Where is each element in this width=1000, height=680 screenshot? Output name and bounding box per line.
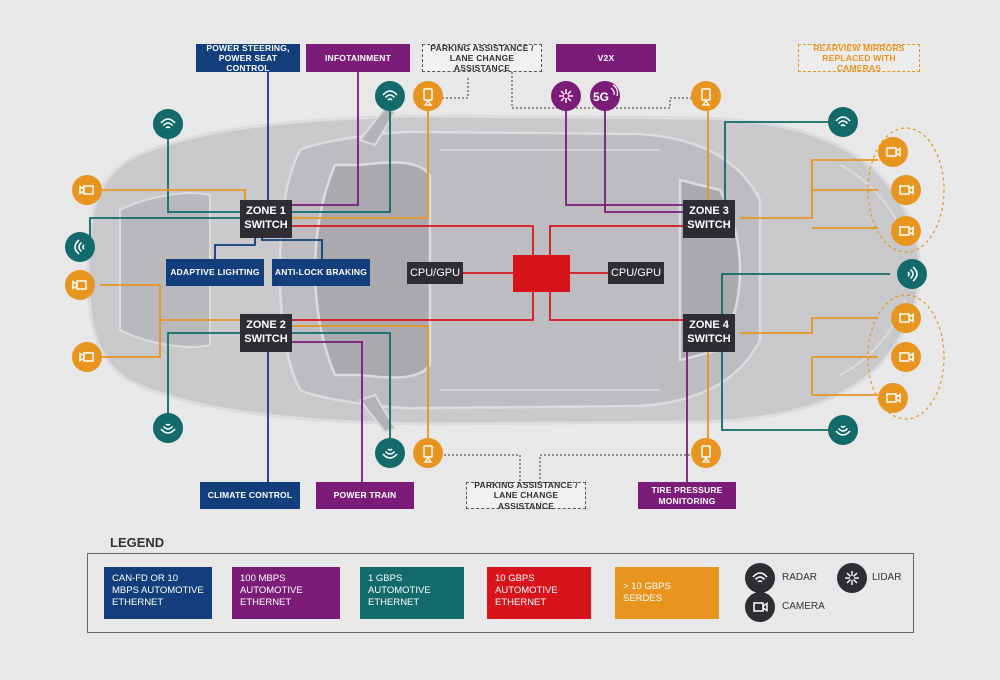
v2x-box: V2X bbox=[556, 44, 656, 72]
lidar-icon bbox=[551, 81, 581, 111]
mirror-camera-icon bbox=[413, 81, 443, 111]
zone-1-switch: ZONE 1 SWITCH bbox=[240, 200, 292, 238]
legend-can: CAN-FD OR 10 MBPS AUTOMOTIVE ETHERNET bbox=[104, 567, 212, 619]
legend-lidar-label: LIDAR bbox=[872, 572, 902, 583]
zone-4-label: ZONE 4 SWITCH bbox=[687, 319, 731, 345]
central-compute-hub bbox=[513, 255, 570, 292]
radar-icon bbox=[375, 438, 405, 468]
parking-assistance-bottom-box: PARKING ASSISTANCE / LANE CHANGE ASSISTA… bbox=[466, 480, 586, 511]
anti-lock-braking-box: ANTI-LOCK BRAKING bbox=[272, 259, 370, 286]
legend-radar-label: RADAR bbox=[782, 572, 818, 583]
mirror-camera-icon bbox=[691, 81, 721, 111]
legend-camera-label: CAMERA bbox=[782, 601, 825, 612]
lidar-icon bbox=[837, 563, 867, 593]
leader-lines bbox=[440, 68, 694, 482]
tire-pressure-box: TIRE PRESSURE MONITORING bbox=[638, 482, 736, 509]
adaptive-lighting-label: ADAPTIVE LIGHTING bbox=[170, 267, 260, 278]
zone-1-label: ZONE 1 SWITCH bbox=[244, 205, 288, 231]
rearview-mirrors-box: REARVIEW MIRRORS REPLACED WITH CAMERAS bbox=[798, 42, 920, 74]
radar-icon bbox=[828, 415, 858, 445]
radar-icon bbox=[153, 413, 183, 443]
camera-icon bbox=[72, 342, 102, 372]
cpu-left-label: CPU/GPU bbox=[409, 267, 461, 279]
legend-frame bbox=[87, 553, 914, 633]
parking-bottom-label: PARKING ASSISTANCE / LANE CHANGE ASSISTA… bbox=[474, 480, 578, 511]
cpu-gpu-right: CPU/GPU bbox=[608, 262, 664, 284]
wires-serdes bbox=[100, 108, 878, 440]
5g-icon: 5G bbox=[590, 81, 620, 111]
radar-icon bbox=[375, 81, 405, 111]
camera-icon bbox=[891, 216, 921, 246]
camera-icon bbox=[891, 175, 921, 205]
power-train-box: POWER TRAIN bbox=[316, 482, 414, 509]
camera-icon bbox=[745, 592, 775, 622]
parking-top-label: PARKING ASSISTANCE / LANE CHANGE ASSISTA… bbox=[430, 42, 534, 74]
infotainment-box: INFOTAINMENT bbox=[306, 44, 410, 72]
camera-icon bbox=[65, 270, 95, 300]
rearview-group-bottom bbox=[867, 294, 945, 420]
power-train-label: POWER TRAIN bbox=[333, 490, 397, 501]
climate-control-box: CLIMATE CONTROL bbox=[200, 482, 300, 509]
camera-icon bbox=[891, 303, 921, 333]
rearview-label: REARVIEW MIRRORS REPLACED WITH CAMERAS bbox=[813, 42, 905, 74]
camera-icon bbox=[878, 137, 908, 167]
cpu-right-label: CPU/GPU bbox=[610, 267, 662, 279]
cpu-gpu-left: CPU/GPU bbox=[407, 262, 463, 284]
infotainment-label: INFOTAINMENT bbox=[325, 52, 391, 63]
radar-icon bbox=[828, 107, 858, 137]
mirror-camera-icon bbox=[413, 438, 443, 468]
rearview-group-top bbox=[867, 127, 945, 253]
parking-assistance-top-box: PARKING ASSISTANCE / LANE CHANGE ASSISTA… bbox=[422, 42, 542, 74]
radar-icon bbox=[745, 563, 775, 593]
legend-100mbps: 100 MBPS AUTOMOTIVE ETHERNET bbox=[232, 567, 340, 619]
legend-serdes: > 10 GBPS SERDES bbox=[615, 567, 719, 619]
power-steering-box: POWER STEERING, POWER SEAT CONTROL bbox=[196, 42, 300, 74]
camera-icon bbox=[878, 383, 908, 413]
zone-3-switch: ZONE 3 SWITCH bbox=[683, 200, 735, 238]
tire-pressure-label: TIRE PRESSURE MONITORING bbox=[651, 485, 723, 506]
power-steering-label: POWER STEERING, POWER SEAT CONTROL bbox=[206, 42, 290, 74]
radar-icon bbox=[153, 109, 183, 139]
adaptive-lighting-box: ADAPTIVE LIGHTING bbox=[166, 259, 264, 286]
camera-icon bbox=[891, 342, 921, 372]
5g-label: 5G bbox=[593, 90, 609, 104]
radar-icon bbox=[65, 232, 95, 262]
anti-lock-label: ANTI-LOCK BRAKING bbox=[274, 267, 368, 278]
wires-10gbps bbox=[290, 225, 683, 321]
climate-label: CLIMATE CONTROL bbox=[207, 490, 293, 501]
wires-can bbox=[214, 72, 323, 482]
legend-10gbps: 10 GBPS AUTOMOTIVE ETHERNET bbox=[487, 567, 591, 619]
zone-2-label: ZONE 2 SWITCH bbox=[244, 319, 288, 345]
mirror-camera-icon bbox=[691, 438, 721, 468]
radar-icon bbox=[897, 259, 927, 289]
v2x-label: V2X bbox=[597, 52, 615, 63]
zone-2-switch: ZONE 2 SWITCH bbox=[240, 314, 292, 352]
camera-icon bbox=[72, 175, 102, 205]
zone-4-switch: ZONE 4 SWITCH bbox=[683, 314, 735, 352]
legend-title: LEGEND bbox=[110, 535, 165, 550]
zone-3-label: ZONE 3 SWITCH bbox=[687, 205, 731, 231]
legend-1gbps: 1 GBPS AUTOMOTIVE ETHERNET bbox=[360, 567, 464, 619]
